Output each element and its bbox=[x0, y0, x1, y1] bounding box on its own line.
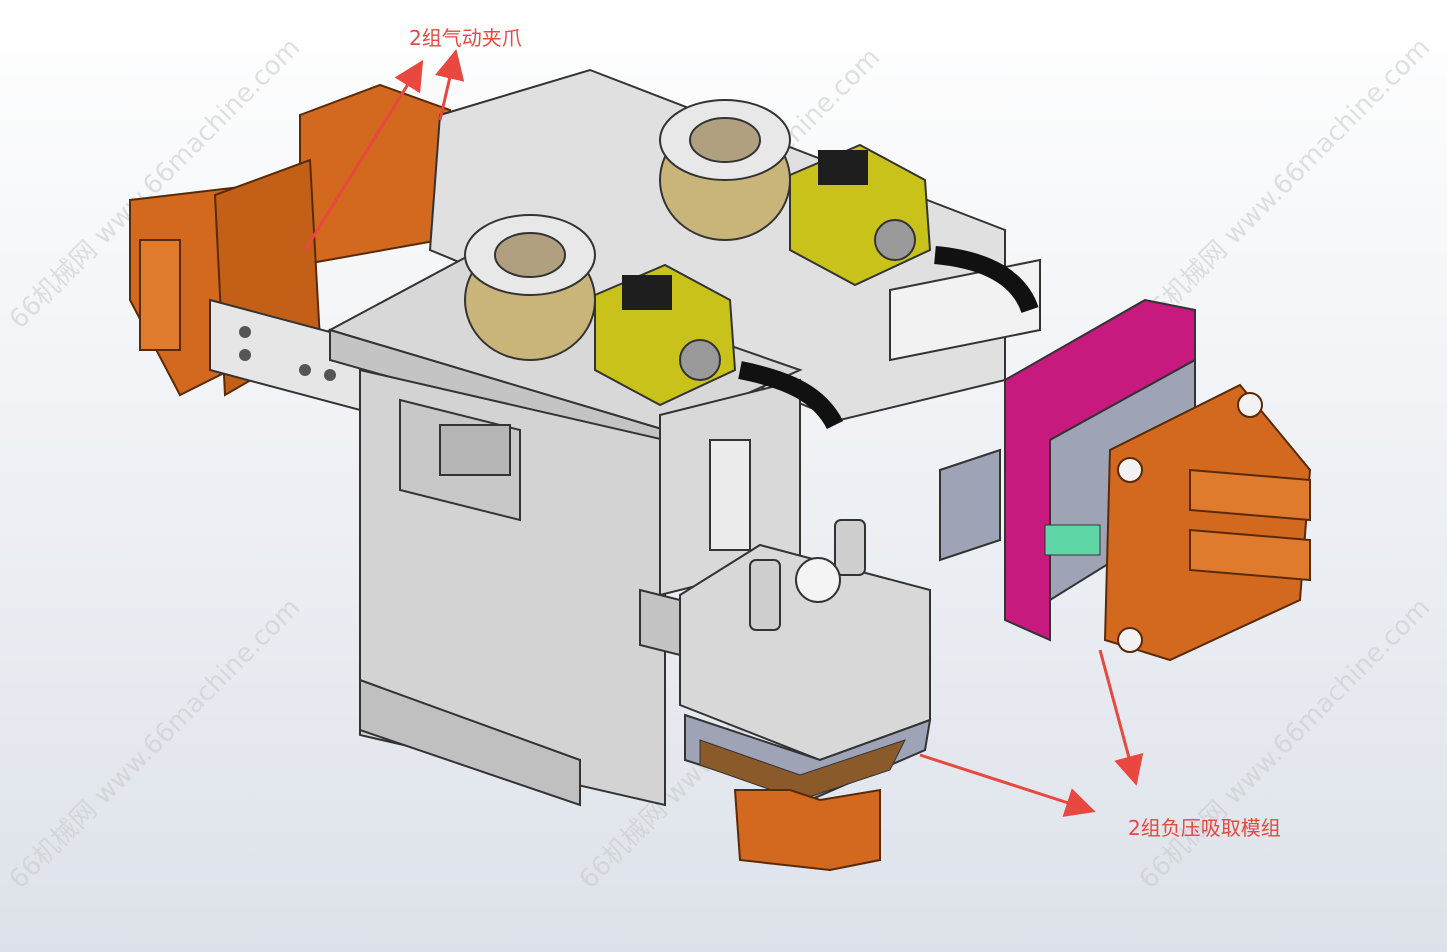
left-gripper-assembly bbox=[129, 83, 452, 412]
sensor-unit-2 bbox=[464, 214, 844, 430]
callout-vacuum-module-label: 2组负压吸取模组 bbox=[1128, 816, 1281, 840]
right-vacuum-assembly bbox=[939, 298, 1312, 662]
callout-pneumatic-gripper-label: 2组气动夹爪 bbox=[409, 26, 522, 50]
sensor-unit-1 bbox=[659, 99, 1039, 314]
arrow-top-1 bbox=[303, 59, 424, 251]
arrow-bottom-2 bbox=[919, 753, 1096, 817]
bottom-vacuum-module bbox=[639, 519, 932, 872]
arrow-bottom-1 bbox=[1098, 649, 1144, 786]
callout-arrows bbox=[303, 49, 1144, 817]
arrow-top-2 bbox=[434, 49, 465, 121]
